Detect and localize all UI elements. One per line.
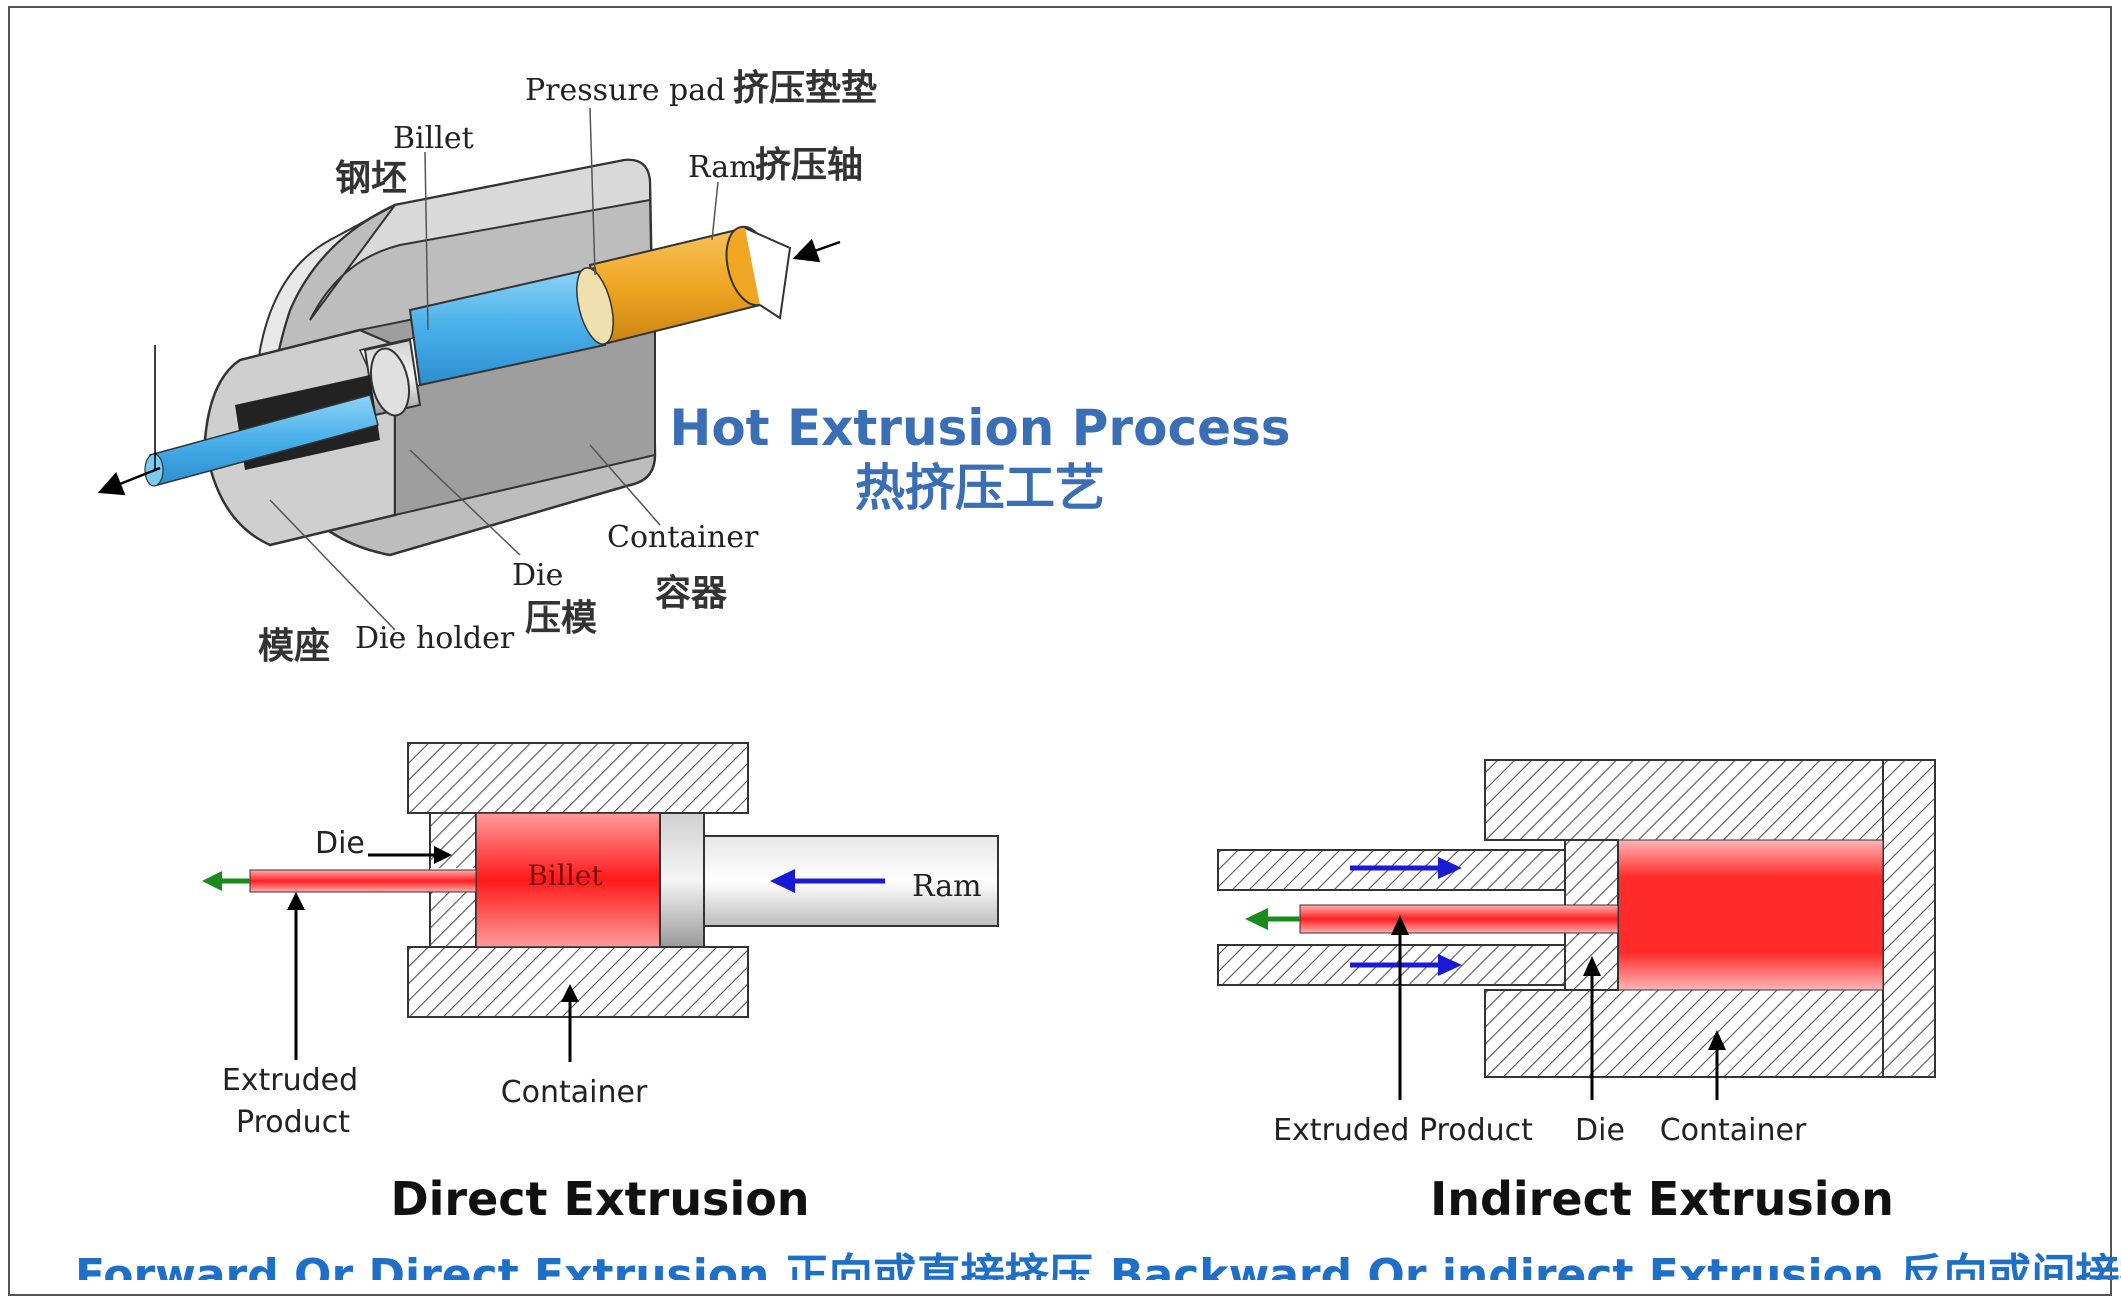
die-ring	[363, 338, 422, 417]
container-label-cn: 容器	[655, 573, 728, 614]
pressure-pad-leader	[589, 107, 596, 276]
direct-extruded-label-1: Extruded	[222, 1063, 358, 1098]
direct-container-bottom	[407, 946, 749, 1018]
die-label: Die	[512, 558, 563, 593]
indirect-die-pointer	[1583, 956, 1601, 1100]
die-holder-label-cn: 模座	[258, 626, 330, 667]
billet-label-cn: 钢坯	[335, 158, 407, 199]
direct-extruded-label-2: Product	[236, 1105, 350, 1140]
direct-product-pointer	[287, 892, 305, 1060]
die-holder-label: Die holder	[355, 621, 515, 656]
indirect-ram-arrow-bottom	[1350, 954, 1462, 976]
direct-ram-arrow	[770, 869, 885, 893]
indirect-container-pointer	[1708, 1030, 1726, 1100]
hot-process-title: Hot Extrusion Process	[669, 399, 1290, 457]
direct-billet-label: Billet	[527, 859, 603, 892]
indirect-title: Indirect Extrusion	[1430, 1172, 1894, 1226]
direct-extruded-rod	[249, 869, 477, 893]
billet-leader	[424, 151, 429, 331]
direct-die-label: Die	[315, 826, 365, 861]
ram-leader	[711, 181, 719, 241]
die-leader	[409, 449, 521, 556]
hot-extrusion-illustration: Pressure pad 挤压垫垫 Billet 钢坯 Ram 挤压轴 Cont…	[97, 68, 1291, 667]
indirect-billet	[1617, 839, 1884, 991]
indirect-container-label: Container	[1660, 1113, 1807, 1148]
indirect-exit-arrow	[1245, 908, 1300, 930]
die-holder-leader	[269, 499, 396, 631]
direct-caption: Forward Or Direct Extrusion 正向或直接挤压	[75, 1250, 1093, 1280]
ram-label: Ram	[688, 150, 758, 185]
ram-rod	[588, 225, 792, 347]
indirect-extruded-label: Extruded Product	[1273, 1113, 1533, 1148]
indirect-die-label: Die	[1575, 1113, 1625, 1148]
die-label-cn: 压模	[525, 598, 597, 639]
container-label: Container	[607, 520, 759, 555]
indirect-ram-arrow-top	[1350, 857, 1462, 879]
exit-arrow	[97, 466, 161, 496]
direct-ram-label: Ram	[912, 869, 982, 904]
direct-container-top	[407, 742, 749, 814]
container-leader	[589, 444, 661, 526]
direct-container-label: Container	[501, 1075, 648, 1110]
direct-extrusion-diagram: Die Billet Ram Extruded Product Containe…	[75, 742, 1093, 1280]
indirect-extruded-rod	[1299, 904, 1619, 934]
direct-billet	[475, 812, 661, 948]
direct-title: Direct Extrusion	[390, 1172, 809, 1226]
hot-process-title-cn: 热挤压工艺	[855, 459, 1105, 517]
figure-frame	[8, 6, 2112, 1296]
direct-container-pointer	[561, 984, 579, 1062]
pressure-pad-label: Pressure pad	[525, 73, 725, 108]
indirect-caption: Backward Or indirect Extrusion 反向或间接挤压	[1110, 1250, 2121, 1280]
billet-label: Billet	[393, 121, 474, 156]
ram-force-arrow	[792, 238, 841, 263]
direct-ram	[703, 835, 999, 927]
direct-die-pointer	[368, 846, 452, 864]
pressure-pad-label-cn: 挤压垫垫	[733, 68, 877, 109]
direct-pressure-pad	[659, 812, 705, 948]
ram-label-cn: 挤压轴	[755, 145, 863, 186]
direct-exit-arrow	[202, 871, 250, 891]
indirect-extrusion-diagram: Extruded Product Die Container Indirect …	[1110, 759, 2121, 1280]
billet-cylinder	[408, 266, 614, 387]
indirect-product-pointer	[1391, 915, 1409, 1100]
